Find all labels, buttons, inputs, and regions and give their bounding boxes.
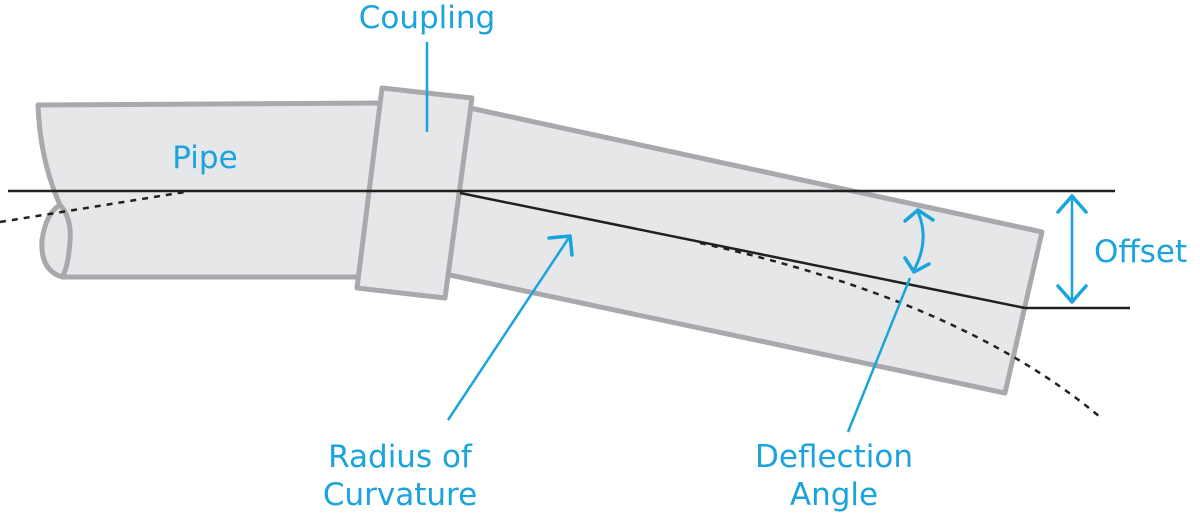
curvature-dotted-line-left <box>0 190 186 224</box>
deflection-angle-arc <box>912 211 925 271</box>
deflection-label-line1: Deflection <box>755 439 913 475</box>
pipe-label: Pipe <box>172 140 237 176</box>
offset-label: Offset <box>1094 234 1187 270</box>
deflection-arrowhead-bottom <box>903 256 931 274</box>
radius-arrowhead <box>547 234 574 257</box>
deflection-label-line2: Angle <box>790 477 878 513</box>
offset-arrowhead-bottom <box>1056 284 1088 304</box>
coupling-label: Coupling <box>359 0 496 36</box>
deflected-centerline <box>459 191 1026 310</box>
left-pipe-cut-end <box>58 203 73 279</box>
coupling <box>354 85 475 301</box>
radius-label-line1: Radius of <box>328 439 473 475</box>
radius-leader <box>446 235 572 421</box>
deflection-leader <box>846 277 912 433</box>
deflection-arrowhead-top <box>903 208 935 223</box>
offset-arrowhead-top <box>1056 194 1088 214</box>
curvature-dotted-line-right <box>699 241 1101 418</box>
radius-label-line2: Curvature <box>323 477 477 513</box>
